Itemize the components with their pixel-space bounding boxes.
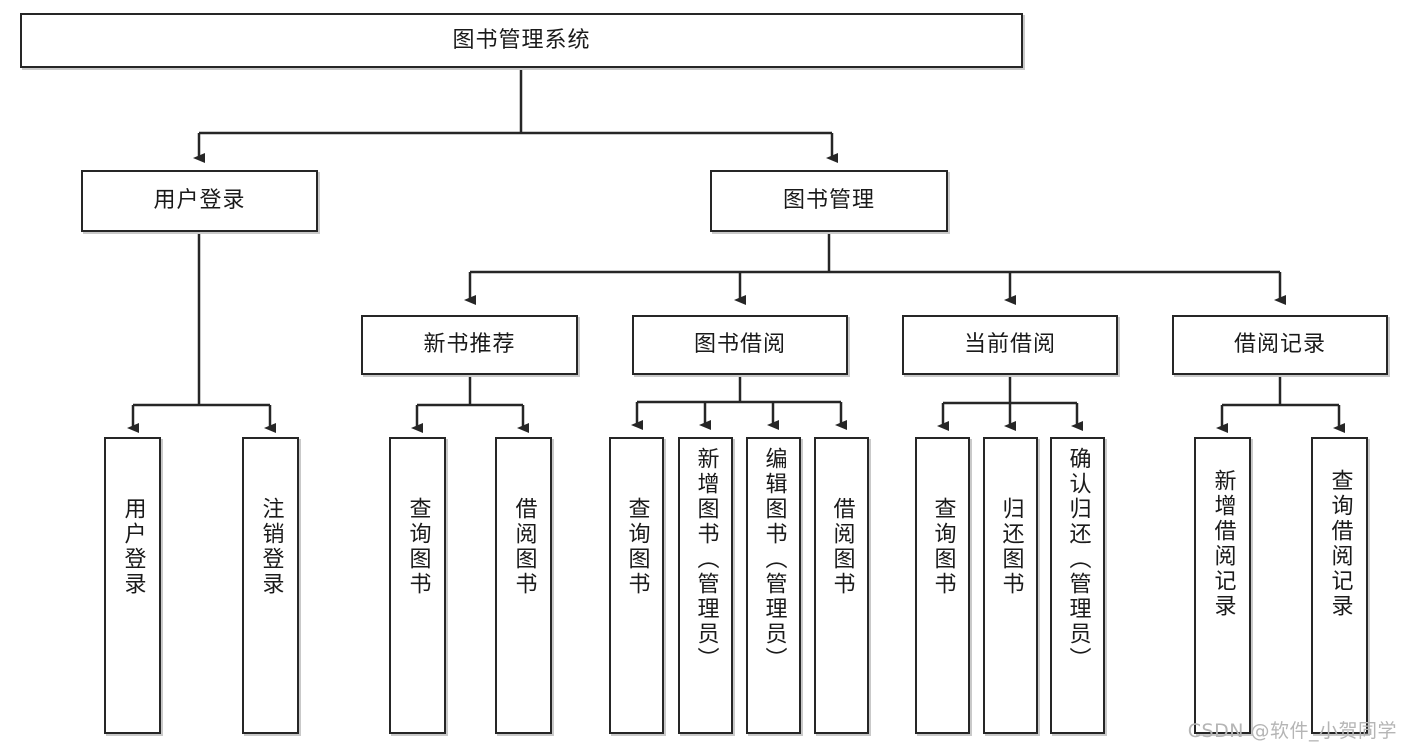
leaf-record-query-record-label: 查询借阅记录 [1327,469,1353,619]
leaf-borrow-edit-book-admin-label: 编辑图书（管理员） [761,447,787,672]
node-book-management-label: 图书管理 [782,188,875,214]
node-root-label: 图书管理系统 [452,27,591,53]
leaf-current-query-book-label: 查询图书 [930,497,956,597]
node-current-borrow-label: 当前借阅 [963,332,1056,358]
leaf-borrow-add-book-admin-label: 新增图书（管理员） [693,447,719,672]
node-borrow-record-label: 借阅记录 [1233,332,1326,358]
node-new-book-recommend-label: 新书推荐 [423,332,516,358]
node-book-borrow-label: 图书借阅 [693,332,786,358]
node-borrow-record[interactable]: 借阅记录 [1172,315,1388,375]
leaf-current-query-book[interactable]: 查询图书 [915,437,970,734]
node-new-book-recommend[interactable]: 新书推荐 [361,315,578,375]
node-book-management[interactable]: 图书管理 [710,170,948,232]
leaf-current-confirm-return-admin[interactable]: 确认归还（管理员） [1050,437,1105,734]
node-user-login[interactable]: 用户登录 [81,170,318,232]
leaf-borrow-borrow-book-label: 借阅图书 [829,497,855,597]
leaf-record-add-record-label: 新增借阅记录 [1210,469,1236,619]
leaf-current-confirm-return-admin-label: 确认归还（管理员） [1065,447,1091,672]
leaf-borrow-borrow-book[interactable]: 借阅图书 [814,437,869,734]
leaf-user-login-login[interactable]: 用户登录 [104,437,161,734]
leaf-user-login-login-label: 用户登录 [120,497,146,597]
node-book-borrow[interactable]: 图书借阅 [632,315,848,375]
leaf-borrow-edit-book-admin[interactable]: 编辑图书（管理员） [746,437,801,734]
leaf-user-login-logout-label: 注销登录 [258,497,284,597]
leaf-new-book-borrow[interactable]: 借阅图书 [495,437,552,734]
leaf-record-add-record[interactable]: 新增借阅记录 [1194,437,1251,734]
leaf-user-login-logout[interactable]: 注销登录 [242,437,299,734]
leaf-record-query-record[interactable]: 查询借阅记录 [1311,437,1368,734]
watermark: CSDN @软件_小贺同学 [1187,720,1397,742]
leaf-borrow-query-book-label: 查询图书 [624,497,650,597]
leaf-borrow-add-book-admin[interactable]: 新增图书（管理员） [678,437,733,734]
node-root[interactable]: 图书管理系统 [20,13,1023,68]
node-user-login-label: 用户登录 [153,188,246,214]
leaf-new-book-query-label: 查询图书 [405,497,431,597]
leaf-current-return-book[interactable]: 归还图书 [983,437,1038,734]
leaf-borrow-query-book[interactable]: 查询图书 [609,437,664,734]
leaf-new-book-borrow-label: 借阅图书 [511,497,537,597]
leaf-current-return-book-label: 归还图书 [998,497,1024,597]
leaf-new-book-query[interactable]: 查询图书 [389,437,446,734]
node-current-borrow[interactable]: 当前借阅 [902,315,1118,375]
